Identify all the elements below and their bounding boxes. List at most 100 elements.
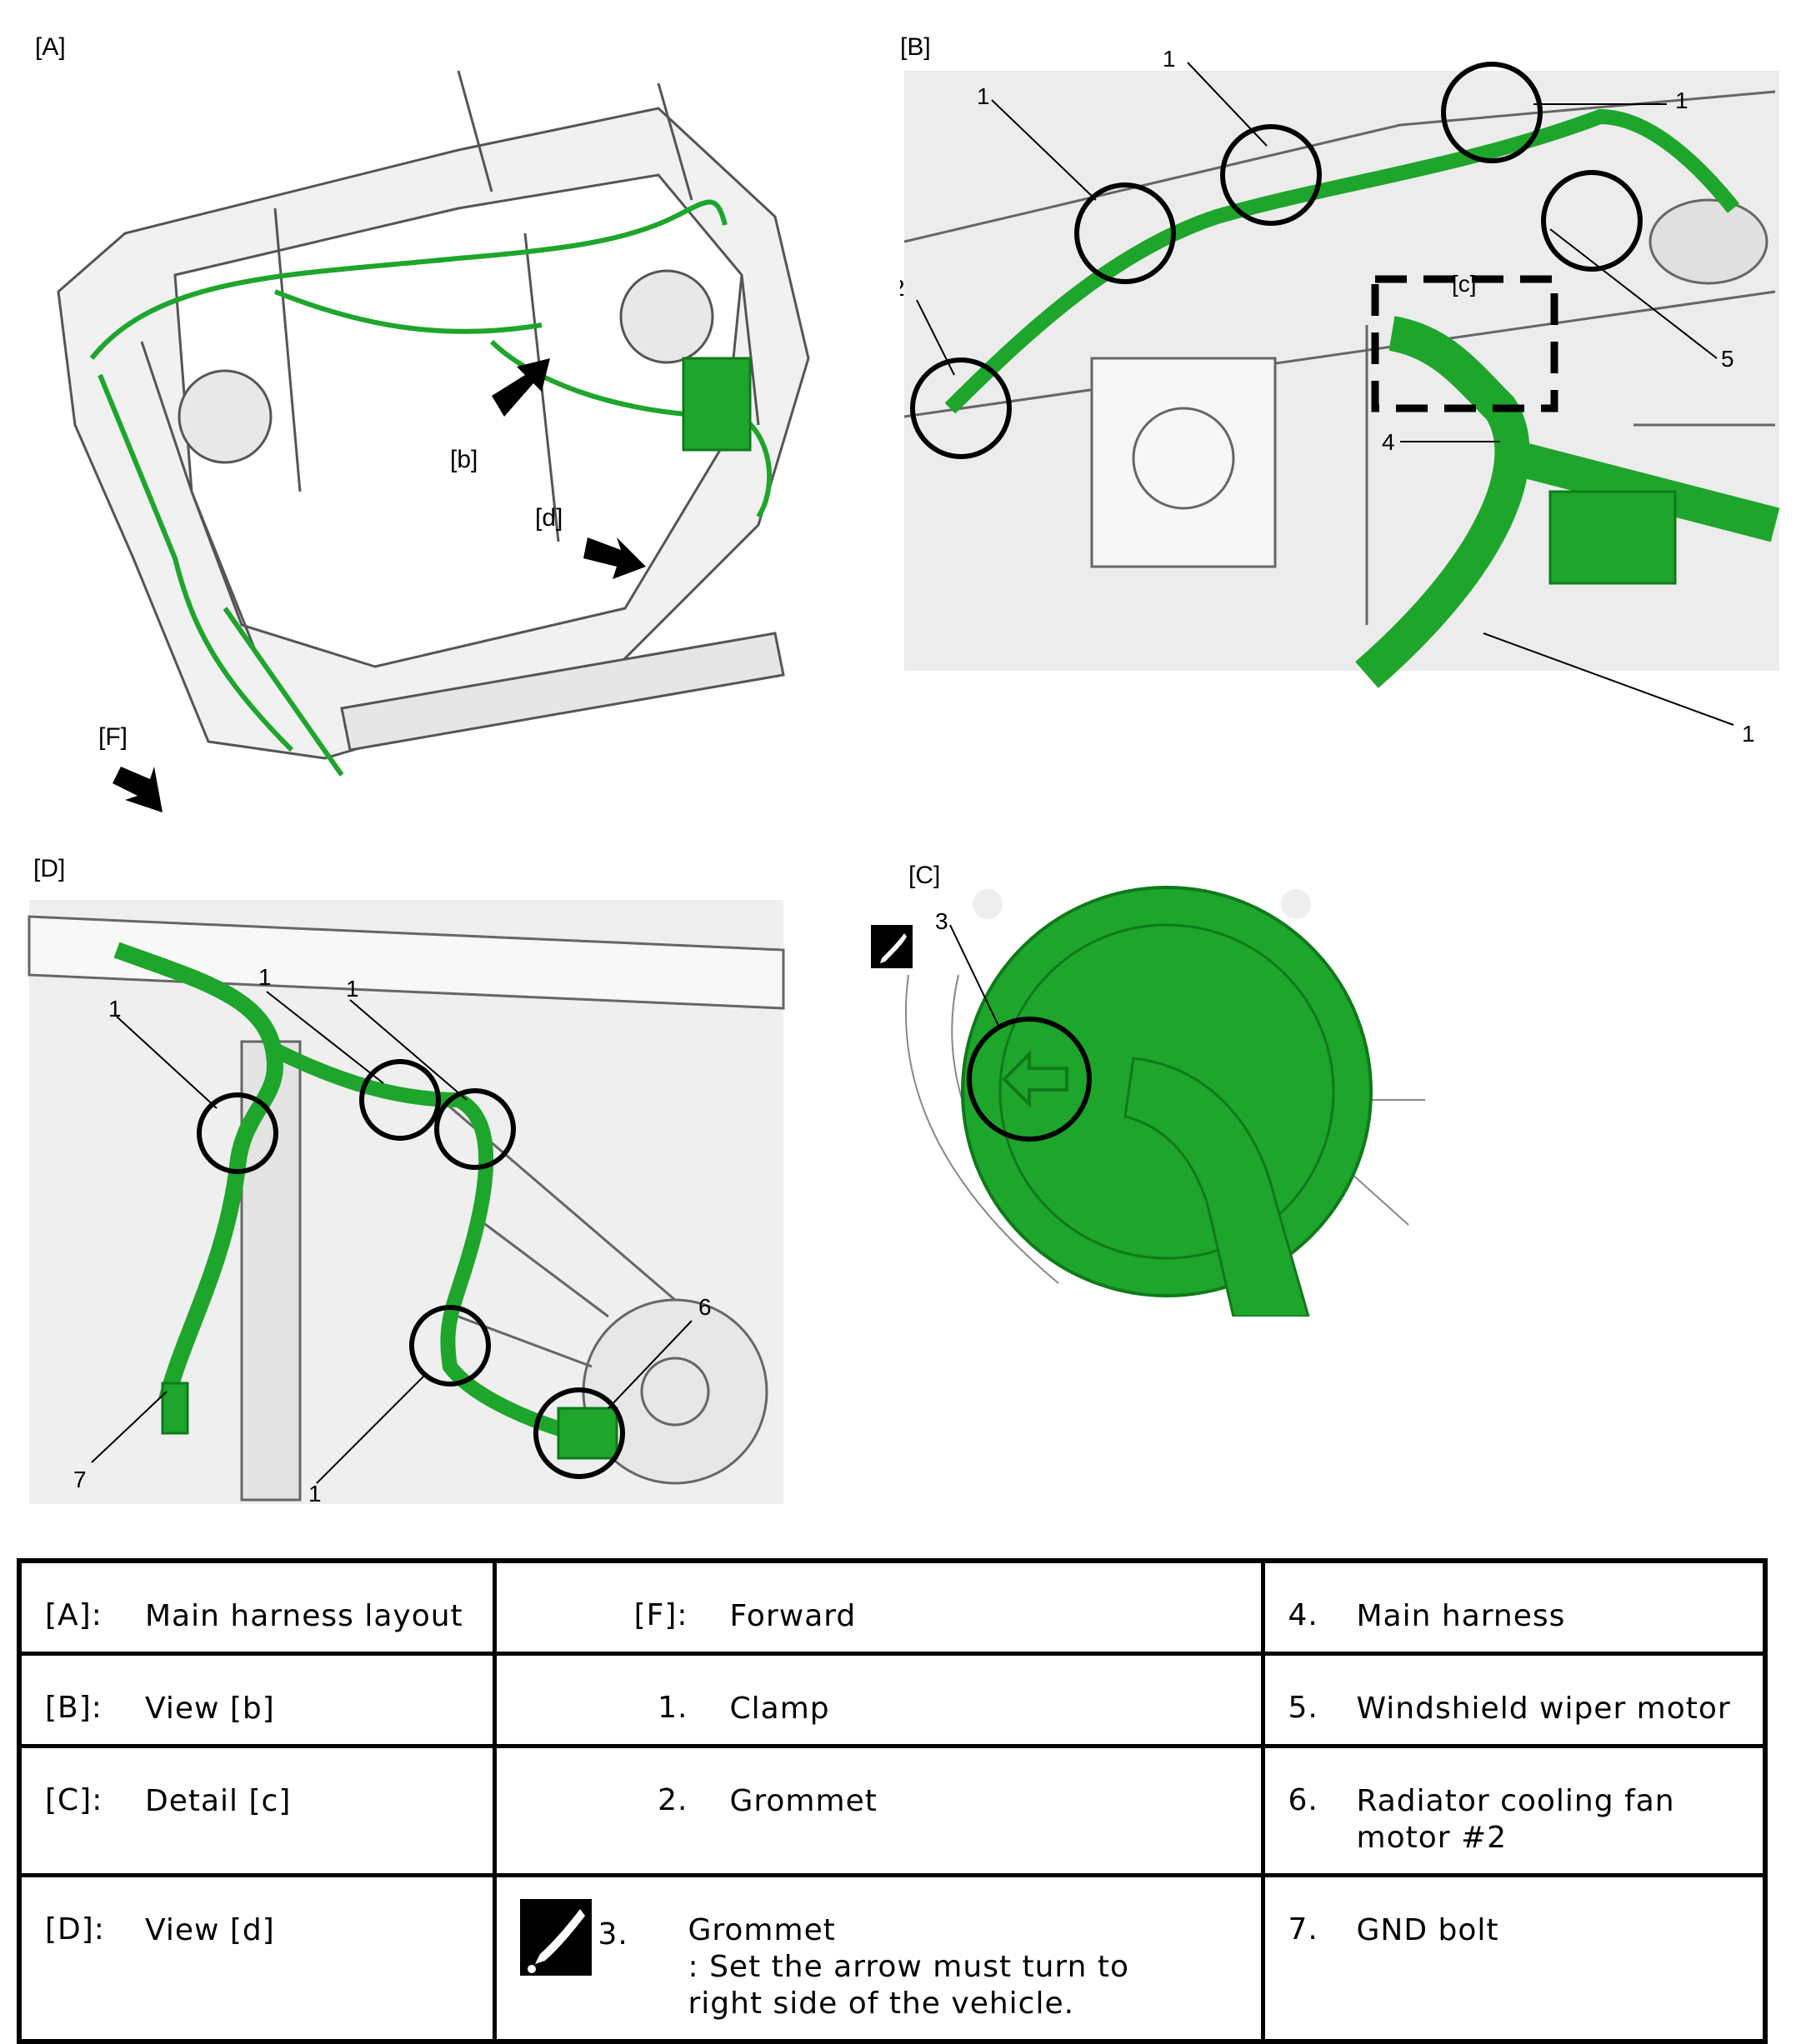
callout-2: 2 [900, 275, 905, 301]
clamp-callout-circle [359, 1059, 441, 1141]
clamp-callout-circle [1220, 124, 1322, 226]
panel-c: [C] 3 [858, 850, 1458, 1317]
table-row: [C]: Detail [c] 2. Grommet 6. Radiator cool… [17, 1744, 1768, 1877]
legend-cell: 6. Radiator cooling fan motor #2 [1260, 1744, 1768, 1877]
legend-value: Grommet [729, 1784, 878, 1818]
legend-cell: 5. Windshield wiper motor [1260, 1652, 1768, 1748]
legend-key: [B]: [45, 1691, 103, 1725]
view-arrow-icon [492, 358, 550, 417]
table-row: [A]: Main harness layout [F]: Forward 4. Ma… [17, 1558, 1768, 1656]
panel-d-label: [D] [33, 855, 66, 882]
legend-key: 7. [1288, 1912, 1318, 1947]
legend-key: 5. [1288, 1691, 1318, 1725]
legend-key: 4. [1288, 1598, 1318, 1632]
callout-1: 1 [1675, 87, 1688, 113]
legend-value: Forward [729, 1599, 857, 1633]
legend-value: View [b] [145, 1692, 275, 1726]
forward-arrow-icon [113, 767, 163, 812]
callout-3: 3 [935, 908, 948, 934]
legend-value: Detail [c] [145, 1784, 292, 1818]
legend-key: [F]: [633, 1598, 688, 1632]
legend-note: : Set the arrow must turn to right side … [688, 1950, 1130, 2021]
callout-1: 1 [977, 83, 990, 109]
clamp-callout-circle [1441, 62, 1543, 163]
harness-route [113, 942, 284, 1402]
callout-1: 1 [1163, 46, 1176, 72]
legend-value: View [d] [145, 1913, 275, 1947]
panel-a: [A] [b] [d] [F] [25, 25, 825, 825]
gnd-bolt-harness-end [161, 1382, 189, 1435]
clamp-callout-circle [409, 1305, 491, 1387]
clamp-callout-circle [1074, 182, 1176, 284]
legend-key: 2. [658, 1783, 688, 1817]
grommet-callout-circle [910, 357, 1012, 459]
clamp-callout-circle [197, 1092, 278, 1174]
legend-value: Clamp [729, 1692, 830, 1726]
callout-5: 5 [1721, 346, 1734, 372]
callout-4: 4 [1382, 429, 1395, 455]
legend-key: [D]: [45, 1912, 105, 1947]
harness-connector-block [682, 357, 752, 452]
harness-sleeve [1123, 1057, 1310, 1317]
callout-6: 6 [698, 1294, 712, 1320]
detail-c-tag: [c] [1452, 271, 1477, 297]
callout-1: 1 [1742, 721, 1755, 747]
legend-cell: [B]: View [b] [17, 1652, 497, 1748]
legend-cell: 7. GND bolt [1260, 1873, 1768, 2044]
fan-motor-connector [557, 1407, 618, 1460]
panel-b: [B] 1 [900, 25, 1783, 758]
panel-b-label: [B] [900, 33, 931, 61]
callout-1: 1 [108, 996, 122, 1022]
legend-key: [C]: [45, 1783, 103, 1817]
legend-cell: [D]: View [d] [17, 1873, 497, 2044]
grommet-callout-circle [967, 1017, 1092, 1142]
legend-value: Grommet [688, 1913, 836, 1947]
wiper-motor-callout-circle [1541, 170, 1643, 272]
legend-table: [A]: Main harness layout [F]: Forward 4. Ma… [17, 1558, 1768, 2044]
harness-route [89, 199, 773, 777]
harness-route [271, 1042, 578, 1441]
legend-cell: [C]: Detail [c] [17, 1744, 497, 1877]
view-b-tag: [b] [450, 446, 478, 473]
main-harness-layout-drawing [57, 70, 810, 812]
view-d-drawing: 1 1 1 1 6 7 [28, 900, 785, 1507]
legend-value: Radiator cooling fan motor #2 [1356, 1784, 1675, 1855]
legend-value: Main harness [1356, 1599, 1566, 1633]
legend-cell: 1. Clamp [492, 1652, 1265, 1748]
callout-1: 1 [346, 976, 359, 1002]
legend-key: 3. [598, 1917, 628, 1952]
panel-c-label: [C] [908, 862, 941, 889]
legend-value: Windshield wiper motor [1356, 1692, 1731, 1726]
forward-tag: [F] [98, 723, 128, 751]
legend-key: [A]: [45, 1598, 103, 1632]
harness-route [944, 108, 1740, 414]
fan-motor-callout-circle [533, 1387, 625, 1479]
legend-key: 6. [1288, 1783, 1318, 1817]
harness-connector-block [1548, 490, 1677, 585]
legend-cell: 4. Main harness [1260, 1558, 1768, 1656]
legend-value: Main harness layout [145, 1599, 463, 1633]
legend-value: GND bolt [1356, 1913, 1499, 1947]
legend-key: 1. [658, 1691, 688, 1725]
legend-cell: 2. Grommet [492, 1744, 1265, 1877]
legend-cell: [F]: Forward [492, 1558, 1265, 1656]
panel-d: [D] 1 1 1 1 [25, 850, 792, 1508]
panel-a-label: [A] [35, 33, 66, 61]
detail-c-drawing: 3 [871, 886, 1425, 1317]
callout-1: 1 [258, 964, 272, 990]
view-arrow-icon [583, 537, 646, 579]
grommet-warning-marker: 3. [497, 1899, 688, 1976]
detail-c-box [1371, 275, 1558, 412]
clamp-callout-circle [434, 1088, 516, 1170]
grommet-warning-icon [519, 1899, 592, 1976]
view-d-tag: [d] [535, 504, 563, 532]
grommet-warning-icon [871, 925, 913, 968]
callout-7: 7 [73, 1467, 87, 1492]
table-row: [B]: View [b] 1. Clamp 5. Windshield wiper … [17, 1652, 1768, 1748]
legend-cell: 3. Grommet : Set the arrow must turn to … [492, 1873, 1265, 2044]
table-row: [D]: View [d] 3. Grommet : Set the arrow … [17, 1873, 1768, 2044]
legend-cell: [A]: Main harness layout [17, 1558, 497, 1656]
callout-1: 1 [308, 1481, 322, 1507]
direction-arrow-icon [1002, 1050, 1068, 1108]
view-b-drawing: 1 1 1 1 2 4 5 [c] [900, 46, 1780, 747]
